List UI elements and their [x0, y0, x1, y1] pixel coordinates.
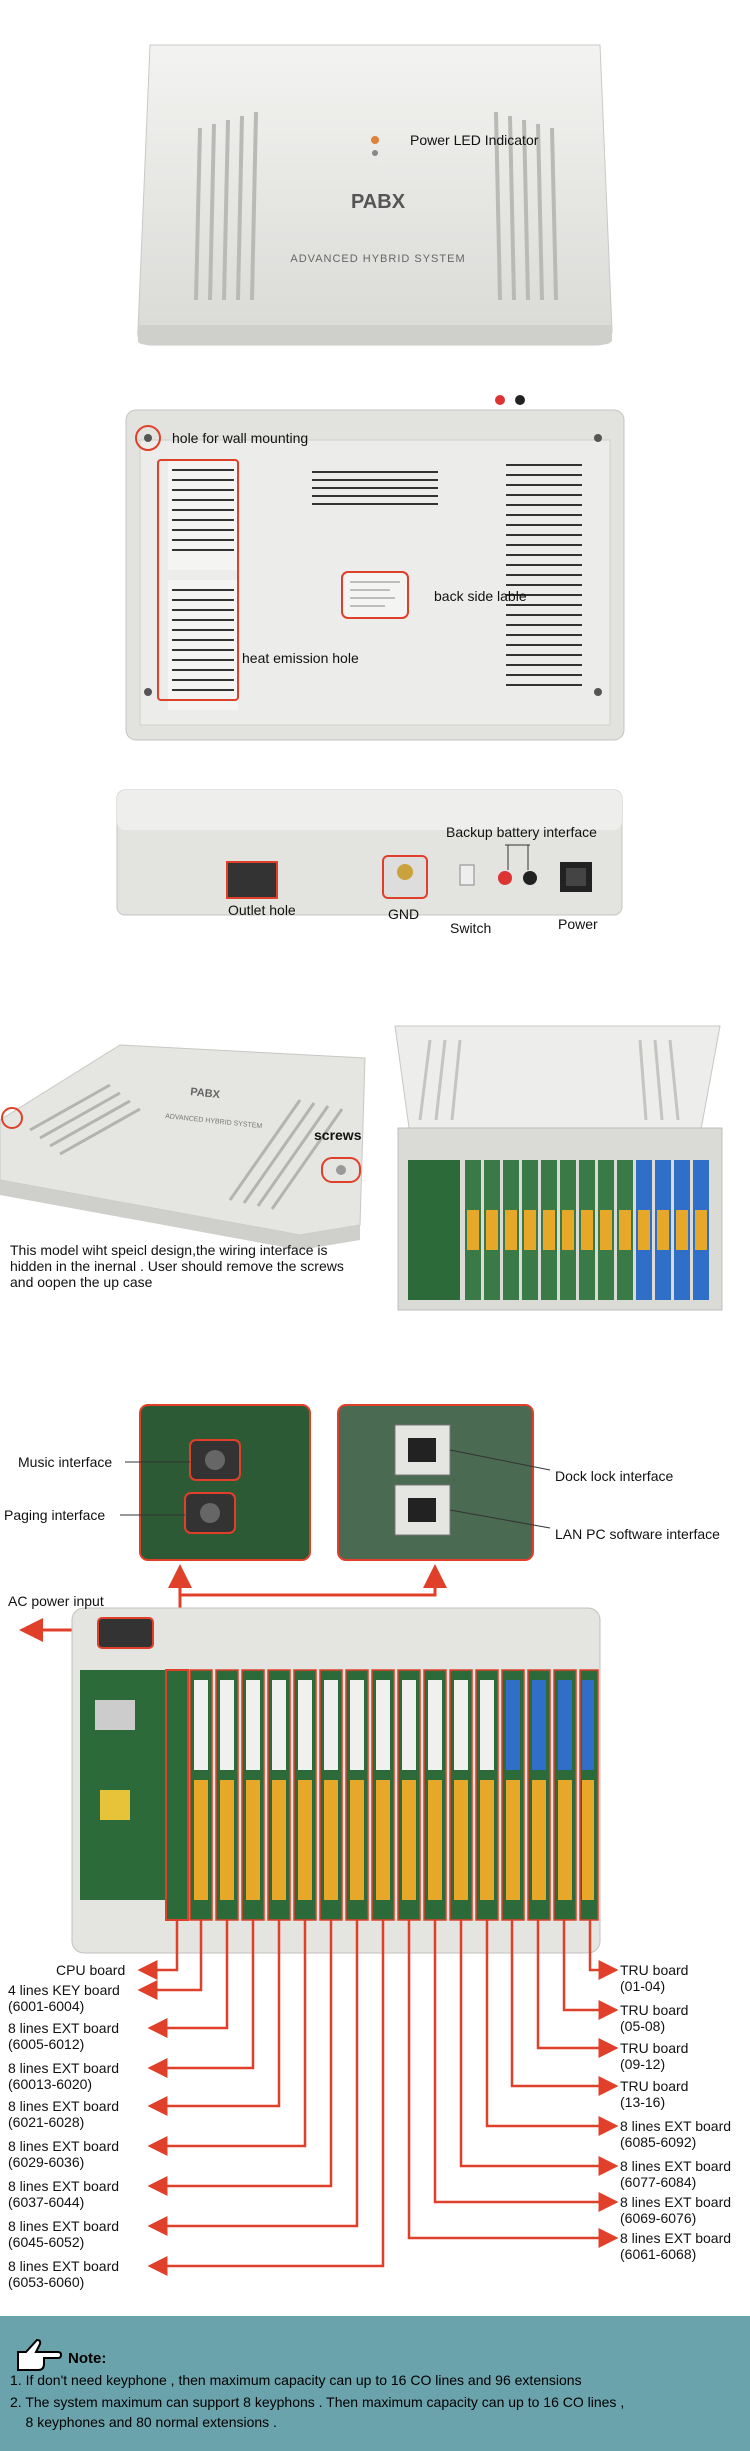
left-label-1: 4 lines KEY board(6001-6004)	[8, 1982, 120, 2014]
back-label-label: back side lable	[434, 588, 527, 604]
screws-label: screws	[314, 1127, 362, 1143]
note-line-1: 1. If don't need keyphone , then maximum…	[10, 2372, 582, 2388]
description-line-2: hidden in the inernal . User should remo…	[10, 1258, 344, 1274]
left-label-7: 8 lines EXT board (6045-6052)	[8, 2218, 120, 2250]
right-label-4: 8 lines EXT board(6085-6092)	[620, 2118, 732, 2150]
left-vent-slots	[194, 111, 258, 301]
switch-label: Switch	[450, 920, 492, 936]
right-label-6: 8 lines EXT board(6069-6076)	[620, 2194, 732, 2226]
note-line-3: 8 keyphones and 80 normal extensions .	[10, 2414, 277, 2430]
open-case-section: PABX ADVANCED HYBRID SYSTEM	[0, 1010, 750, 1330]
screw-left-highlight	[1, 1107, 23, 1129]
outlet-hole-highlight	[226, 861, 278, 899]
back-case-illustration	[125, 395, 625, 741]
back-view-section: hole for wall mounting back side lable h…	[0, 380, 750, 750]
outlet-label: Outlet hole	[228, 902, 296, 918]
pointing-hand-icon	[17, 2338, 62, 2371]
perspective-illustration: PABX ADVANCED HYBRID SYSTEM	[0, 1025, 723, 1311]
left-label-8: 8 lines EXT board (6053-6060)	[8, 2258, 120, 2290]
inset-left	[139, 1404, 311, 1561]
inset-right	[337, 1404, 534, 1561]
right-label-2: TRU board(09-12)	[620, 2040, 689, 2072]
left-label-6: 8 lines EXT board (6037-6044)	[8, 2178, 120, 2210]
board-layout-illustration	[19, 1404, 619, 2276]
note-title: Note:	[68, 2350, 107, 2367]
power-led-label: Power LED Indicator	[410, 132, 539, 148]
heat-hole-label: heat emission hole	[242, 650, 359, 666]
lan-pc-label: LAN PC software interface	[555, 1526, 720, 1542]
description-line-3: and oopen the up case	[10, 1274, 153, 1290]
wall-mount-highlight	[135, 425, 161, 451]
right-label-0: TRU board(01-04)	[620, 1962, 689, 1994]
description-line-1: This model wiht speicl design,the wiring…	[10, 1242, 328, 1258]
back-label-highlight	[341, 571, 409, 619]
right-label-5: 8 lines EXT board(6077-6084)	[620, 2158, 732, 2190]
left-callout-lines	[137, 1920, 385, 2276]
note-line-2: 2. The system maximum can support 8 keyp…	[10, 2394, 625, 2410]
right-callout-lines	[407, 1920, 619, 2248]
left-label-5: 8 lines EXT board (6029-6036)	[8, 2138, 120, 2170]
wall-mount-label: hole for wall mounting	[172, 430, 309, 446]
right-label-1: TRU board(05-08)	[620, 2002, 689, 2034]
right-vent-slots	[494, 111, 558, 301]
paging-interface-label: Paging interface	[4, 1507, 106, 1523]
panel-view-section: Backup battery interface Outlet hole GND…	[0, 770, 750, 960]
power-led	[371, 136, 379, 144]
ac-power-highlight	[97, 1617, 154, 1649]
front-case-illustration: PABX ADVANCED HYBRID SYSTEM	[137, 44, 613, 346]
right-label-7: 8 lines EXT board(6061-6068)	[620, 2230, 732, 2262]
battery-label: Backup battery interface	[446, 824, 597, 840]
front-brand: PABX	[351, 191, 406, 213]
board-layout-section: Music interface Paging interface Dock lo…	[0, 1380, 750, 2310]
panel-illustration	[116, 789, 623, 916]
power-label: Power	[558, 916, 598, 932]
left-label-4: 8 lines EXT board (6021-6028)	[8, 2098, 120, 2130]
left-label-0: CPU board	[56, 1962, 126, 1978]
open-brand: PABX	[190, 1086, 221, 1101]
vent-grid-left	[168, 460, 238, 710]
front-view-section: PABX ADVANCED HYBRID SYSTEM Power LED In…	[0, 0, 750, 380]
right-label-3: TRU board(13-16)	[620, 2078, 689, 2110]
ac-power-label: AC power input	[8, 1593, 104, 1609]
left-label-2: 8 lines EXT board (6005-6012)	[8, 2020, 120, 2052]
front-subtitle: ADVANCED HYBRID SYSTEM	[290, 253, 465, 265]
gnd-label: GND	[388, 906, 420, 922]
note-box	[0, 2316, 750, 2451]
heat-hole-highlight	[157, 459, 239, 701]
dock-lock-label: Dock lock interface	[555, 1468, 674, 1484]
music-interface-label: Music interface	[18, 1454, 113, 1470]
left-label-3: 8 lines EXT board (60013-6020)	[8, 2060, 120, 2092]
screw-right-highlight	[321, 1157, 361, 1183]
